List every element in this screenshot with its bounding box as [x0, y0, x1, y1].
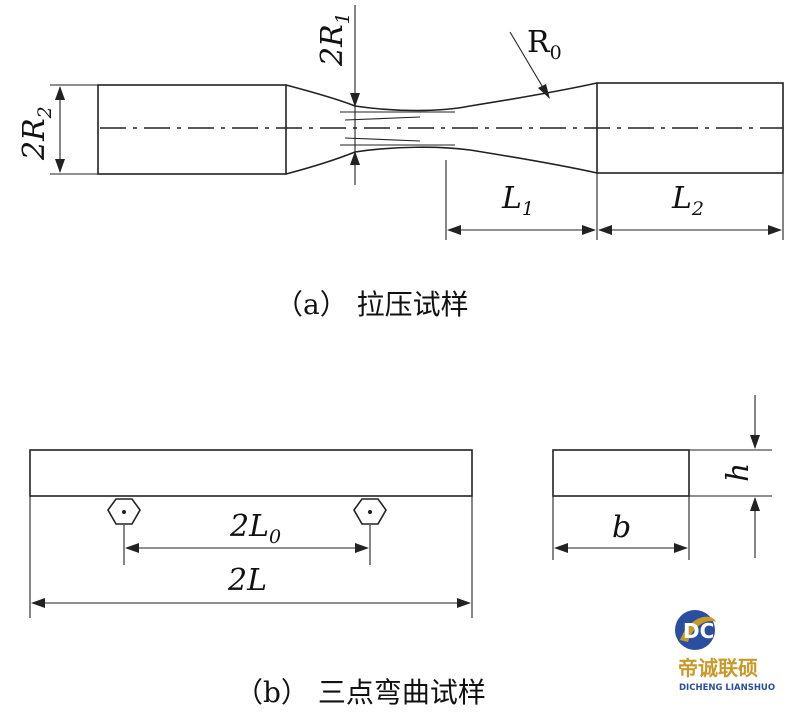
arrowhead [457, 598, 471, 608]
arrowhead [447, 225, 461, 235]
left-support [107, 498, 141, 525]
r1-label: 2R1 [315, 12, 354, 67]
gauge-top-profile [285, 82, 598, 112]
watermark-logo: DC 帝诚联硕 DICHENG LIANSHUO [675, 610, 775, 693]
caption-b: （b） 三点弯曲试样 [235, 676, 486, 709]
slit-line [344, 116, 421, 121]
bending-specimen: 2L0 2L b h [29, 395, 772, 618]
logo-pinyin: DICHENG LIANSHUO [679, 683, 775, 693]
arrowhead [125, 543, 139, 553]
caption-a: （a） 拉压试样 [275, 288, 469, 321]
r2-label: 2R2 [17, 106, 56, 161]
h-label: h [721, 463, 756, 482]
arrowhead [750, 435, 760, 449]
logo-swoosh [680, 616, 716, 642]
l1-label: L1 [501, 181, 534, 220]
right-support [353, 498, 387, 525]
arrowhead [55, 86, 65, 100]
logo-mark: DC [683, 619, 714, 643]
arrowhead [350, 151, 360, 165]
arrowhead [768, 225, 782, 235]
l-label: 2L [227, 563, 267, 598]
left-grip [97, 84, 287, 175]
arrowhead [582, 225, 596, 235]
arrowhead [55, 159, 65, 173]
arrowhead [554, 543, 568, 553]
gauge-bottom-profile [285, 146, 598, 175]
beam [29, 449, 473, 497]
tensile-specimen: 2R2 2R1 R0 L1 L2 [17, 5, 784, 240]
arrowhead [31, 598, 45, 608]
b-label: b [612, 510, 631, 545]
slit-line [344, 137, 421, 142]
left-support-center [122, 510, 126, 514]
l0-label: 2L0 [229, 509, 281, 548]
cross-section [552, 449, 690, 497]
l2-label: L2 [671, 181, 704, 220]
logo-name: 帝诚联硕 [678, 656, 758, 680]
r0-leader [509, 31, 549, 97]
r0-label: R0 [527, 25, 562, 64]
arrowhead [350, 93, 360, 107]
arrowhead [538, 84, 550, 99]
arrowhead [355, 543, 369, 553]
arrowhead [598, 225, 612, 235]
arrowhead [750, 497, 760, 511]
arrowhead [674, 543, 688, 553]
right-support-center [368, 510, 372, 514]
